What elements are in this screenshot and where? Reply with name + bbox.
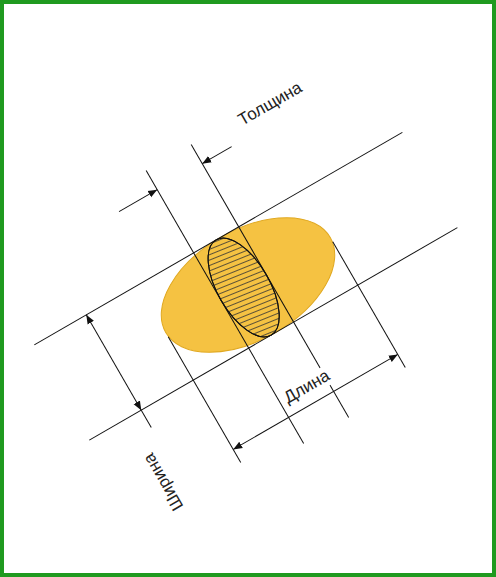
section-hatching bbox=[188, 221, 300, 355]
extension-line bbox=[168, 337, 241, 463]
grain-body bbox=[138, 190, 358, 380]
dimension-line bbox=[141, 410, 151, 427]
dimension-arrow bbox=[86, 315, 141, 410]
dimension-label: Ширина bbox=[137, 447, 188, 516]
dimension-arrow bbox=[233, 354, 398, 449]
dimension-label: Длина bbox=[277, 364, 335, 409]
dimension-arrow bbox=[119, 190, 157, 212]
extension-line bbox=[89, 228, 457, 441]
section-outline bbox=[194, 227, 294, 348]
dimension-label: Толщина bbox=[232, 76, 308, 131]
extension-line bbox=[34, 132, 402, 344]
extension-line bbox=[146, 171, 303, 444]
extension-line bbox=[333, 242, 406, 368]
extension-line bbox=[191, 145, 348, 418]
dimension-arrow bbox=[202, 147, 231, 164]
